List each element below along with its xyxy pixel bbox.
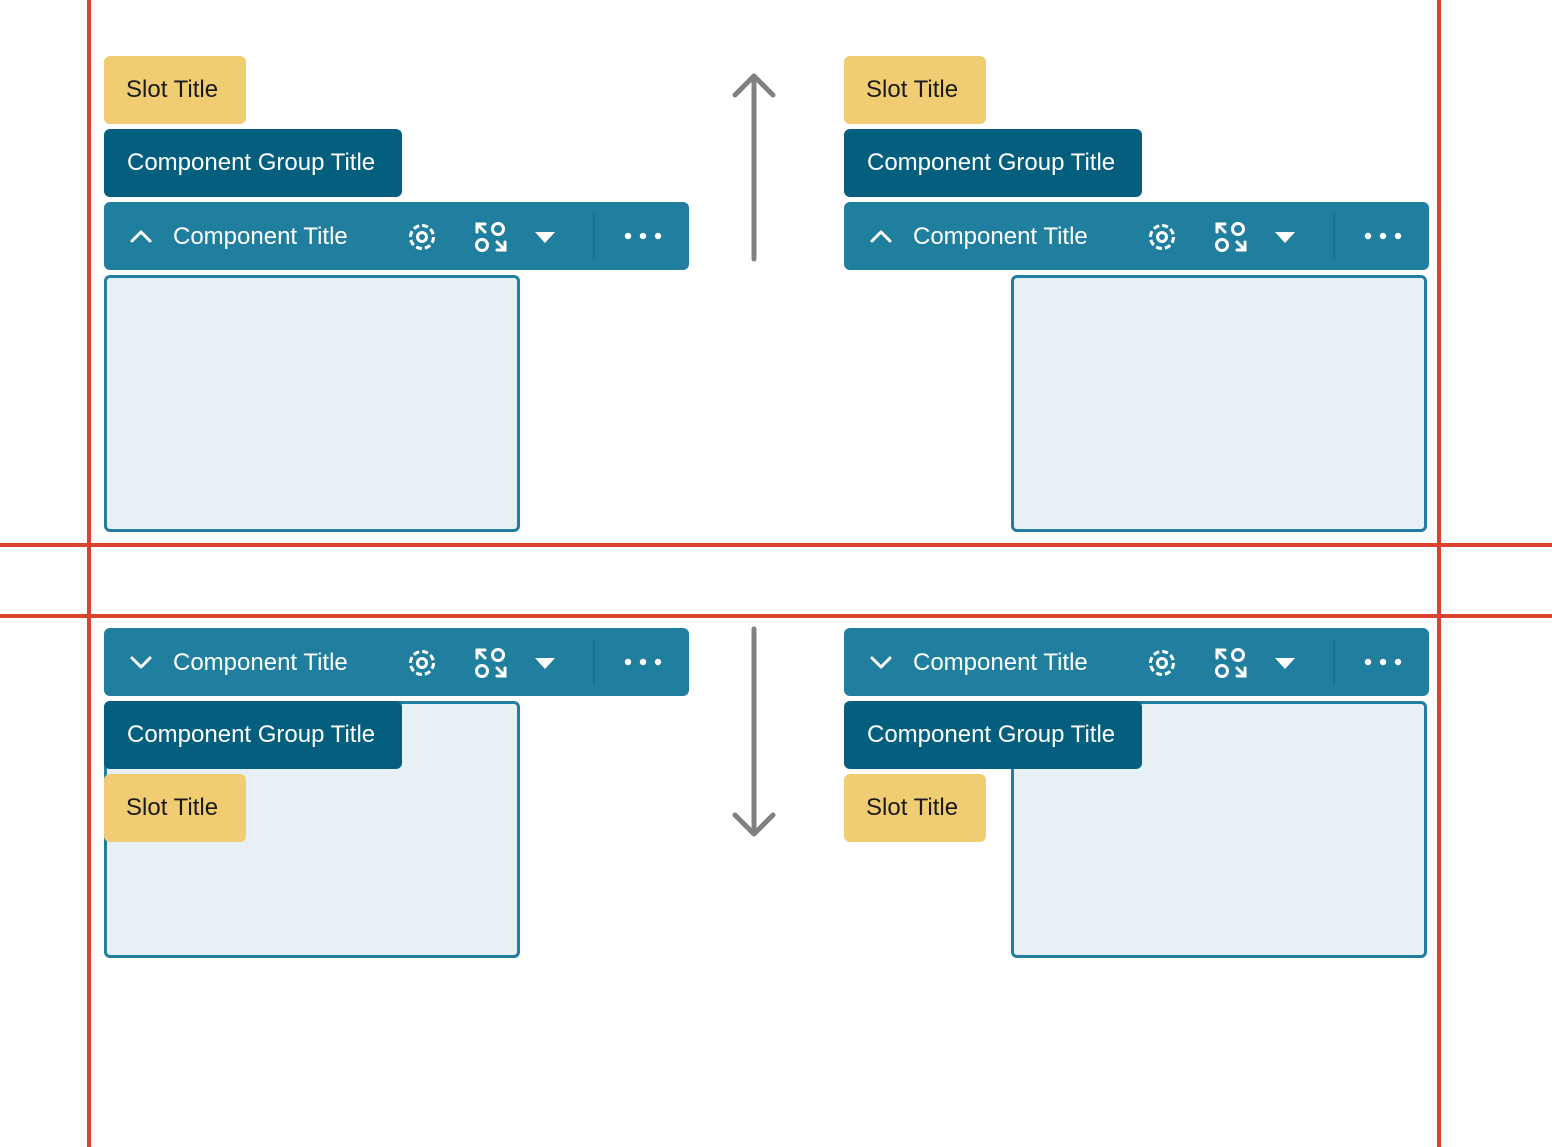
arrow-down-icon (732, 626, 776, 837)
left-guide-line (87, 0, 91, 1147)
header-divider (1333, 213, 1335, 259)
gear-icon[interactable] (1145, 220, 1179, 254)
component-group-title-tag: Component Group Title (104, 129, 402, 197)
arrow-up-icon (732, 73, 776, 262)
more-dots-icon[interactable] (624, 228, 662, 244)
slot-title-tag: Slot Title (844, 774, 986, 842)
slot-title-tag: Slot Title (844, 56, 986, 124)
component-title: Component Title (913, 223, 1088, 250)
component-group-title-tag: Component Group Title (844, 129, 1142, 197)
caret-down-icon[interactable] (534, 230, 556, 244)
right-guide-line (1437, 0, 1441, 1147)
swap-settings-icon[interactable] (473, 646, 509, 680)
component-title: Component Title (913, 649, 1088, 676)
gear-icon[interactable] (405, 220, 439, 254)
component-header: Component Title (104, 202, 689, 270)
slot-title-tag: Slot Title (104, 56, 246, 124)
component-content-panel (1011, 275, 1427, 532)
component-group-title-tag: Component Group Title (844, 701, 1142, 769)
more-dots-icon[interactable] (1364, 228, 1402, 244)
chevron-down-icon[interactable] (128, 650, 154, 674)
more-dots-icon[interactable] (624, 654, 662, 670)
component-header: Component Title (844, 628, 1429, 696)
caret-down-icon[interactable] (1274, 656, 1296, 670)
component-title: Component Title (173, 649, 348, 676)
swap-settings-icon[interactable] (1213, 220, 1249, 254)
component-title: Component Title (173, 223, 348, 250)
component-header: Component Title (104, 628, 689, 696)
component-content-panel (104, 275, 520, 532)
chevron-up-icon[interactable] (128, 224, 154, 248)
upper-guide-line (0, 543, 1552, 547)
caret-down-icon[interactable] (534, 656, 556, 670)
slot-title-tag: Slot Title (104, 774, 246, 842)
lower-guide-line (0, 614, 1552, 618)
gear-icon[interactable] (1145, 646, 1179, 680)
component-group-title-tag: Component Group Title (104, 701, 402, 769)
caret-down-icon[interactable] (1274, 230, 1296, 244)
header-divider (593, 639, 595, 685)
more-dots-icon[interactable] (1364, 654, 1402, 670)
component-header: Component Title (844, 202, 1429, 270)
header-divider (1333, 639, 1335, 685)
chevron-up-icon[interactable] (868, 224, 894, 248)
gear-icon[interactable] (405, 646, 439, 680)
chevron-down-icon[interactable] (868, 650, 894, 674)
header-divider (593, 213, 595, 259)
swap-settings-icon[interactable] (473, 220, 509, 254)
swap-settings-icon[interactable] (1213, 646, 1249, 680)
